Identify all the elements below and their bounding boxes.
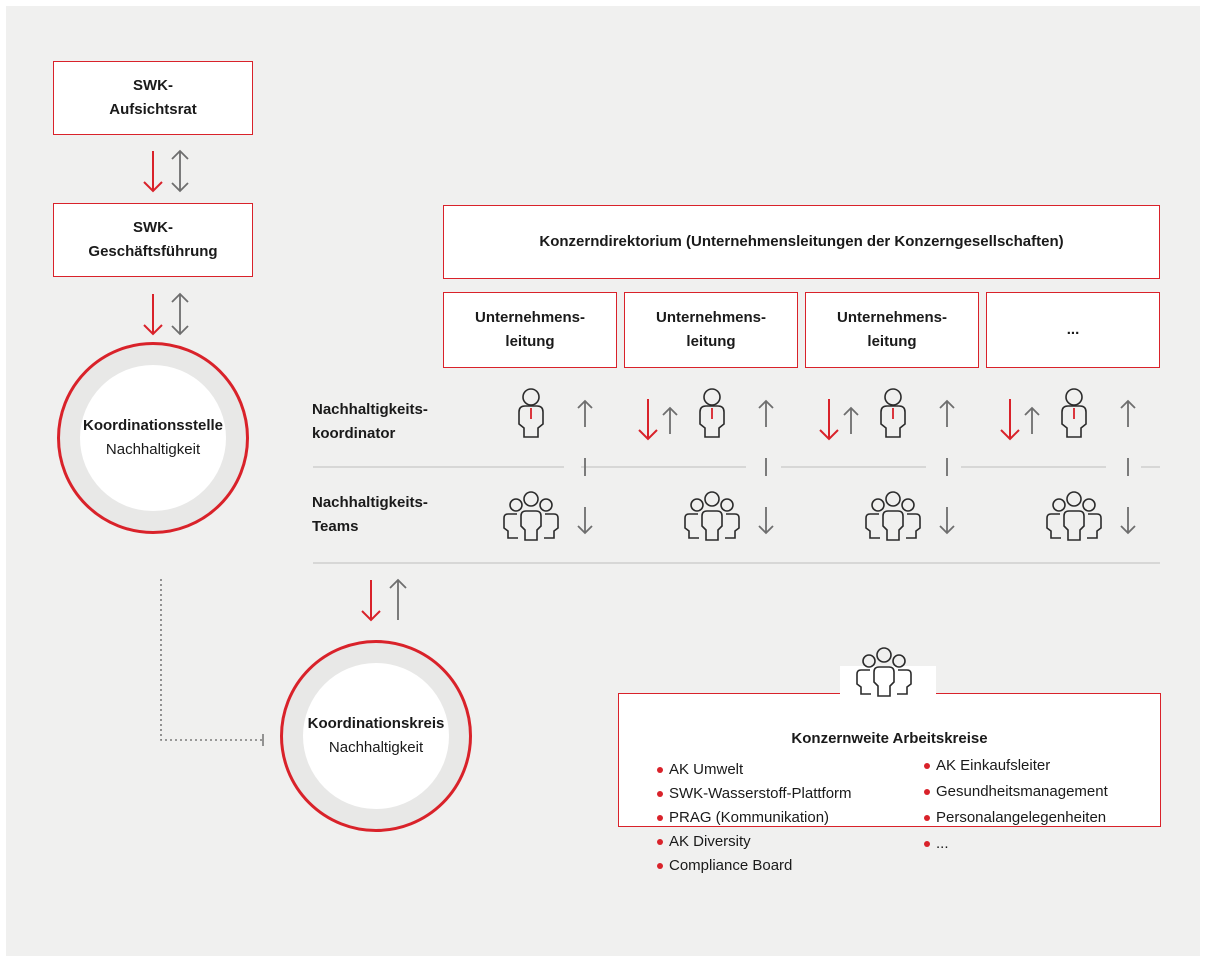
- row-label-teams: Nachhaltigkeits- Teams: [312, 491, 428, 539]
- arbeitskreise-icon-backdrop: [840, 666, 936, 706]
- unternehmensleitung-line1: Unternehmens-: [836, 309, 948, 326]
- connector-overlay: [143, 150, 1160, 746]
- group-icon: [684, 491, 740, 541]
- aufsichtsrat-line1: SWK-: [133, 77, 173, 94]
- unternehmensleitung-line2: leitung: [867, 333, 917, 350]
- unternehmensleitung-box-3: Unternehmens- leitung: [805, 292, 979, 368]
- arrow-up-icon: [662, 407, 678, 435]
- konzerndirektorium-box: Konzerndirektorium (Unternehmensleitunge…: [443, 205, 1160, 279]
- list-item: PRAG (Kommunikation): [655, 806, 852, 830]
- arrow-up-icon: [758, 400, 774, 428]
- row-label-teams-line1: Nachhaltigkeits-: [312, 494, 428, 511]
- list-item: ...: [922, 832, 1108, 856]
- list-item: Gesundheitsmanagement: [922, 780, 1108, 804]
- diagram-canvas: SWK- Aufsichtsrat SWK- Geschäftsführung …: [6, 6, 1200, 956]
- geschaeftsfuehrung-box: SWK- Geschäftsführung: [53, 203, 253, 277]
- koordinationskreis-ring: Koordinationskreis Nachhaltigkeit: [280, 640, 472, 832]
- unternehmensleitung-line1: Unternehmens-: [474, 309, 586, 326]
- unternehmensleitung-line2: leitung: [686, 333, 736, 350]
- row-label-koordinator-line2: koordinator: [312, 425, 396, 442]
- koordinationsstelle-title: Koordinationsstelle: [82, 417, 224, 434]
- person-icon: [699, 388, 725, 438]
- arrow-down-icon: [143, 150, 163, 192]
- list-item: AK Einkaufsleiter: [922, 754, 1108, 778]
- arrow-down-icon: [1120, 506, 1136, 534]
- koordinationskreis-subtitle: Nachhaltigkeit: [328, 739, 424, 756]
- arrow-up-icon: [843, 407, 859, 435]
- koordinationsstelle-subtitle: Nachhaltigkeit: [105, 441, 201, 458]
- arrow-up-icon: [577, 400, 593, 428]
- arrow-down-icon: [819, 398, 839, 440]
- column-ticks: [584, 458, 1129, 476]
- person-icon: [518, 388, 544, 438]
- arrow-up-icon: [939, 400, 955, 428]
- group-icon: [1046, 491, 1102, 541]
- unternehmensleitung-line1: ...: [1066, 321, 1080, 338]
- konzerndirektorium-label: Konzerndirektorium (Unternehmensleitunge…: [539, 233, 1064, 250]
- unternehmensleitung-line2: leitung: [505, 333, 555, 350]
- list-item: AK Umwelt: [655, 758, 852, 782]
- koordinationsstelle-ring: Koordinationsstelle Nachhaltigkeit: [57, 342, 249, 534]
- koordinationskreis-title: Koordinationskreis: [307, 715, 445, 732]
- arrow-up-icon: [389, 579, 407, 621]
- unternehmensleitung-box-1: Unternehmens- leitung: [443, 292, 617, 368]
- aufsichtsrat-box: SWK- Aufsichtsrat: [53, 61, 253, 135]
- unternehmensleitung-box-4: ...: [986, 292, 1160, 368]
- list-item: SWK-Wasserstoff-Plattform: [655, 782, 852, 806]
- row-label-koordinator-line1: Nachhaltigkeits-: [312, 401, 428, 418]
- arbeitskreise-list-left: AK Umwelt SWK-Wasserstoff-Plattform PRAG…: [655, 758, 852, 878]
- arrow-down-icon: [361, 579, 381, 621]
- list-item: Compliance Board: [655, 854, 852, 878]
- list-item: Personalangelegenheiten: [922, 806, 1108, 830]
- unternehmensleitung-line1: Unternehmens-: [655, 309, 767, 326]
- arbeitskreise-title: Konzernweite Arbeitskreise: [791, 730, 988, 747]
- arrow-up-icon: [1120, 400, 1136, 428]
- row-label-koordinator: Nachhaltigkeits- koordinator: [312, 398, 428, 446]
- arrow-down-icon: [758, 506, 774, 534]
- arrow-down-icon: [143, 293, 163, 335]
- arrow-down-icon: [939, 506, 955, 534]
- arrow-updown-icon: [171, 293, 189, 335]
- geschaeftsfuehrung-line1: SWK-: [133, 219, 173, 236]
- arrow-down-icon: [638, 398, 658, 440]
- row-label-teams-line2: Teams: [312, 518, 359, 535]
- aufsichtsrat-line2: Aufsichtsrat: [109, 101, 197, 118]
- dotted-connector: [160, 579, 263, 741]
- unternehmensleitung-box-2: Unternehmens- leitung: [624, 292, 798, 368]
- group-icon: [503, 491, 559, 541]
- arrow-down-icon: [577, 506, 593, 534]
- arbeitskreise-list-right: AK Einkaufsleiter Gesundheitsmanagement …: [922, 754, 1108, 856]
- geschaeftsfuehrung-line2: Geschäftsführung: [88, 243, 218, 260]
- arrow-updown-icon: [171, 150, 189, 192]
- arrow-up-icon: [1024, 407, 1040, 435]
- person-icon: [1061, 388, 1087, 438]
- person-icon: [880, 388, 906, 438]
- arrow-down-icon: [1000, 398, 1020, 440]
- group-icon: [865, 491, 921, 541]
- list-item: AK Diversity: [655, 830, 852, 854]
- arbeitskreise-box: [618, 693, 1161, 827]
